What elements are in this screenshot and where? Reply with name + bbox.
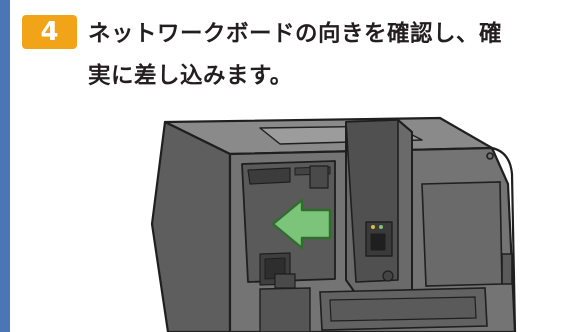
section-side-bar <box>0 0 10 332</box>
step-number-badge: 4 <box>22 15 77 49</box>
printer-network-board-illustration <box>150 116 517 332</box>
insert-direction-arrow-icon <box>271 198 332 250</box>
network-board-icon <box>345 119 413 295</box>
step-instruction-line-2: 実に差し込みます。 <box>88 63 293 89</box>
printer-detail-icon <box>259 152 513 332</box>
step-instruction-line-1: ネットワークボードの向きを確認し、確 <box>88 21 503 47</box>
